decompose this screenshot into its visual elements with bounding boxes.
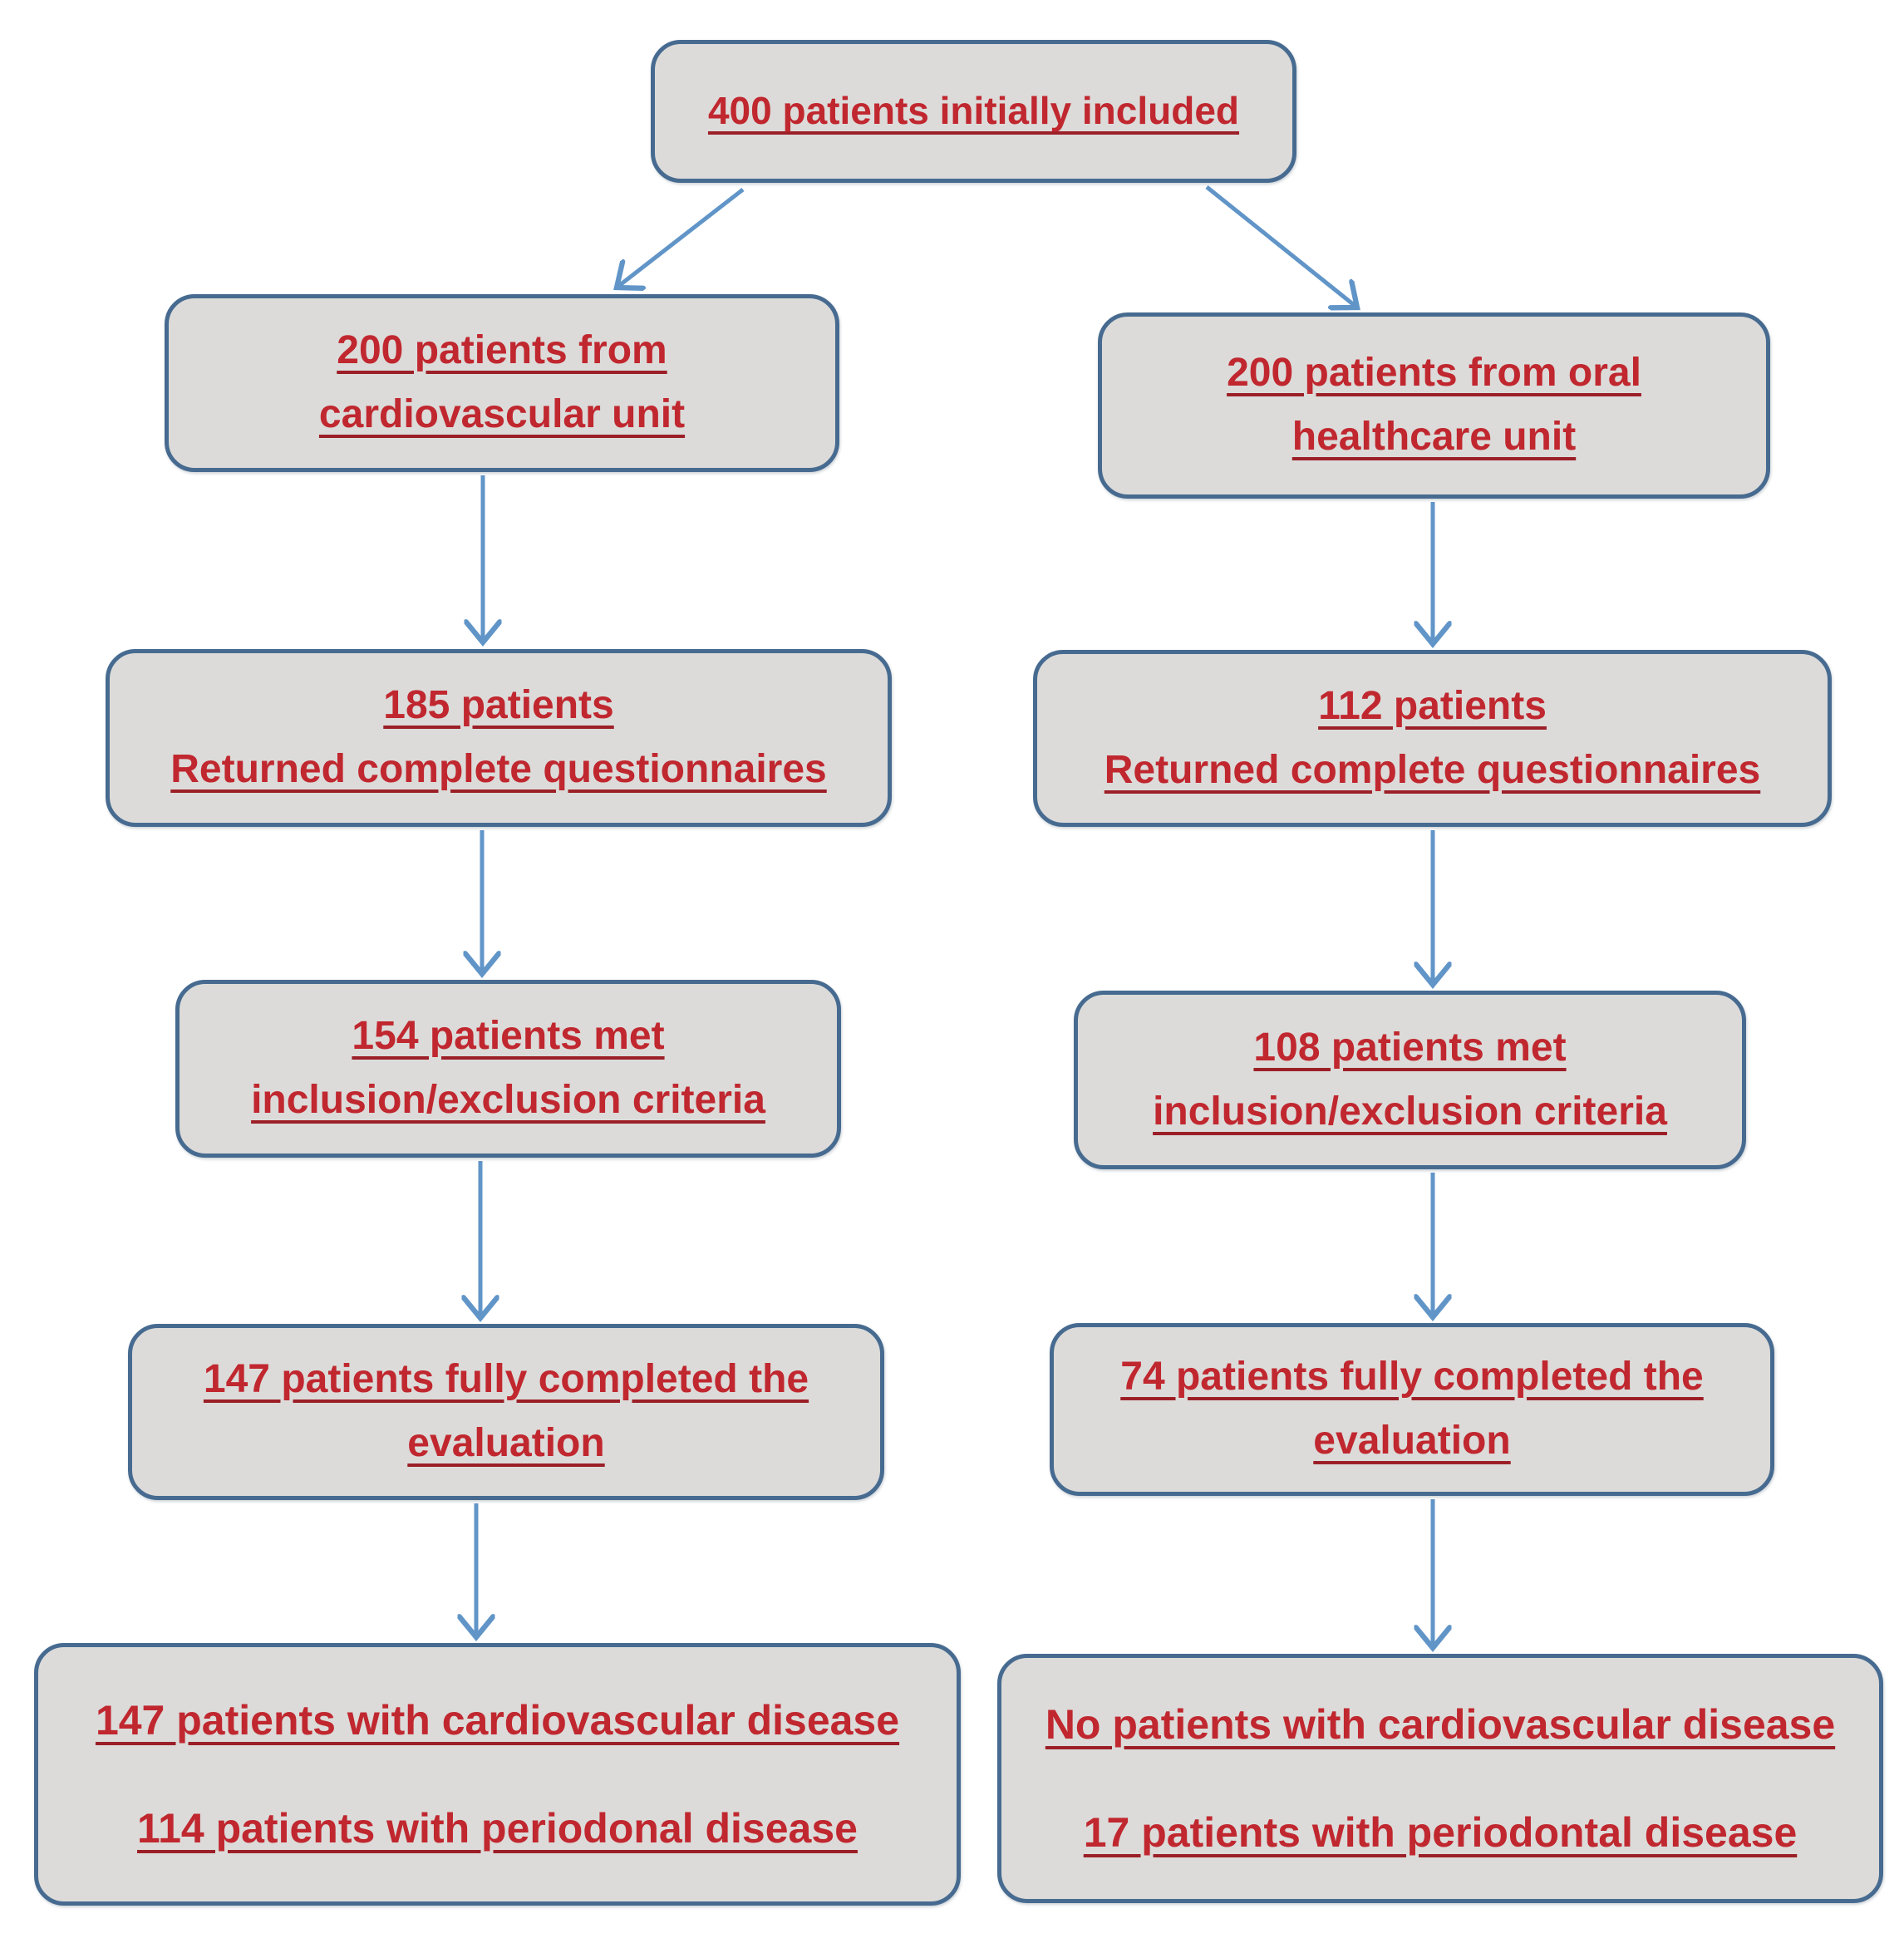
flow-node-cardio-unit: 200 patients from cardiovascular unit: [165, 294, 839, 472]
flow-node-oral-outcome: No patients with cardiovascular disease …: [997, 1654, 1883, 1903]
node-text: Returned complete questionnaires: [170, 747, 827, 791]
node-text: Returned complete questionnaires: [1104, 747, 1761, 792]
flow-node-cardio-evaluation: 147 patients fully completed the evaluat…: [128, 1324, 884, 1500]
flow-node-cardio-outcome: 147 patients with cardiovascular disease…: [34, 1643, 961, 1906]
arrow-initial-to-cardio-unit: [617, 188, 745, 288]
node-text: 154 patients met: [352, 1014, 665, 1059]
node-text: 200 patients from oral: [1227, 351, 1641, 396]
node-text: inclusion/exclusion criteria: [251, 1078, 765, 1122]
flow-node-oral-unit: 200 patients from oral healthcare unit: [1098, 312, 1770, 499]
node-text: 108 patients met: [1253, 1025, 1567, 1070]
flow-node-oral-criteria: 108 patients met inclusion/exclusion cri…: [1074, 991, 1746, 1169]
node-text: inclusion/exclusion criteria: [1153, 1089, 1667, 1134]
node-text: evaluation: [407, 1421, 605, 1465]
node-text: 400 patients initially included: [707, 89, 1240, 133]
node-text: 74 patients fully completed the: [1120, 1355, 1704, 1400]
node-text: 185 patients: [383, 683, 614, 728]
node-text: 17 patients with periodontal disease: [1083, 1809, 1798, 1856]
node-text: 200 patients from: [337, 328, 667, 373]
node-text: No patients with cardiovascular disease: [1045, 1701, 1836, 1748]
arrow-initial-to-oral-unit: [1205, 185, 1357, 307]
node-text: evaluation: [1313, 1419, 1511, 1463]
node-text: healthcare unit: [1291, 415, 1577, 459]
node-text: 112 patients: [1318, 683, 1547, 728]
node-text: 147 patients fully completed the: [203, 1357, 809, 1402]
node-text: 147 patients with cardiovascular disease: [95, 1697, 900, 1744]
node-text: cardiovascular unit: [318, 392, 686, 436]
flow-node-oral-evaluation: 74 patients fully completed the evaluati…: [1050, 1323, 1774, 1496]
flow-node-cardio-returned: 185 patients Returned complete questionn…: [106, 649, 892, 827]
flow-node-oral-returned: 112 patients Returned complete questionn…: [1033, 650, 1832, 827]
node-text: 114 patients with periodonal disease: [137, 1805, 858, 1852]
flow-node-cardio-criteria: 154 patients met inclusion/exclusion cri…: [175, 980, 841, 1158]
flow-node-initial: 400 patients initially included: [651, 40, 1296, 183]
